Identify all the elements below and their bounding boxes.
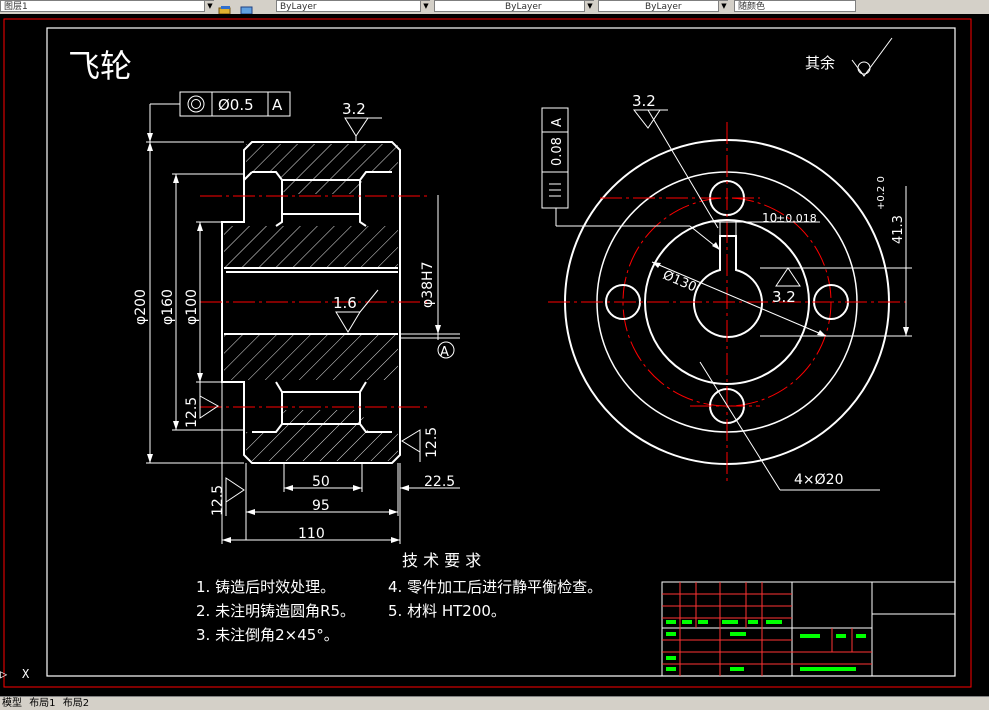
side-roughness-keyway: 3.2 [772, 288, 796, 306]
title-block-labels [666, 620, 866, 671]
tech-req-5: 5. 材料 HT200。 [388, 602, 506, 620]
dim-50: 50 [312, 474, 330, 490]
lineweight-control[interactable]: ByLayer [598, 0, 728, 12]
linetype-value: ByLayer [505, 2, 542, 12]
dim-95: 95 [312, 498, 330, 514]
dim-key-tol: ±0.018 [776, 212, 817, 225]
hatch-rim-bottom [246, 410, 398, 461]
layer-manager-icon[interactable] [218, 1, 232, 15]
tolerance-datum: A [272, 96, 283, 114]
side-tolerance-datum: A [550, 118, 565, 127]
tolerance-value: Ø0.5 [218, 96, 254, 114]
drawing-title: 飞轮 [68, 47, 132, 85]
holes-label: 4×Ø20 [794, 472, 843, 488]
dim-d100: φ100 [184, 289, 200, 325]
dim-key-width: 10 [762, 211, 777, 225]
layer-previous-icon[interactable] [240, 1, 254, 15]
hatch-rim-top [246, 144, 398, 194]
drawing-svg: 飞轮 其余 [3, 18, 972, 688]
tech-req-1: 1. 铸造后时效处理。 [196, 578, 335, 596]
layer-value: 图层1 [4, 2, 28, 12]
side-tolerance-value: 0.08 [550, 137, 565, 166]
roughness-left-value: 12.5 [184, 397, 200, 428]
color-value: ByLayer [280, 2, 317, 12]
layer-dropdown-arrow[interactable]: ▼ [204, 1, 215, 12]
dim-d130: Ø130 [660, 268, 698, 296]
roughness-note: 其余 [805, 54, 835, 72]
side-roughness-top: 3.2 [632, 92, 656, 110]
tab-layout1[interactable]: 布局1 [29, 698, 56, 709]
roughness-right-value: 12.5 [424, 427, 440, 458]
color-dropdown-arrow[interactable]: ▼ [420, 1, 431, 12]
paper-border [3, 18, 972, 688]
dim-d200: φ200 [133, 289, 149, 325]
command-arrow-icon: ▷ [0, 667, 8, 681]
color-control[interactable]: ByLayer [276, 0, 430, 12]
tech-req-heading: 技 术 要 求 [402, 551, 481, 570]
tech-req-2: 2. 未注明铸造圆角R5。 [196, 602, 355, 620]
tab-layout2[interactable]: 布局2 [62, 698, 90, 709]
hatch-hub-top [224, 226, 398, 268]
dim-d160: φ160 [160, 289, 176, 325]
command-prompt: X [22, 667, 30, 681]
drawing-frame [46, 27, 956, 677]
dim-41-3-tol: +0.2 0 [876, 176, 887, 210]
model-space-canvas[interactable]: 飞轮 其余 [0, 14, 989, 696]
dim-110: 110 [298, 526, 325, 542]
lineweight-value: ByLayer [645, 2, 682, 12]
tech-req-3: 3. 未注倒角2×45°。 [196, 626, 339, 644]
tab-model[interactable]: 模型 [2, 698, 22, 709]
linetype-control[interactable]: ByLayer [434, 0, 594, 12]
properties-toolbar: 图层1 ▼ ByLayer ▼ ByLayer ▼ ByLayer ▼ 随颜色 [0, 0, 989, 15]
roughness-bore-value: 1.6 [333, 294, 357, 312]
datum-label: A [440, 345, 449, 360]
command-line[interactable]: ▷ X [0, 667, 40, 685]
tech-req-4: 4. 零件加工后进行静平衡检查。 [388, 578, 602, 596]
plotstyle-value: 随颜色 [738, 2, 766, 12]
side-view: 10 ±0.018 Ø130 41.3 +0.2 0 4×Ø20 3.2 3.2… [541, 92, 912, 491]
roughness-bottom-value: 12.5 [210, 485, 226, 516]
hatch-hub-bottom [224, 334, 398, 380]
roughness-symbol-general [851, 37, 893, 77]
front-view: φ200 φ160 φ100 φ38H7 50 95 110 22.5 3.2 … [133, 91, 460, 544]
layer-dropdown[interactable]: 图层1 [0, 0, 214, 12]
roughness-top-value: 3.2 [342, 100, 366, 118]
linetype-dropdown-arrow[interactable]: ▼ [584, 1, 595, 12]
flywheel-section-outline [221, 141, 401, 464]
layout-tabs: 模型 布局1 布局2 [0, 696, 989, 710]
lineweight-dropdown-arrow[interactable]: ▼ [718, 1, 729, 12]
bore-keyway [693, 235, 763, 338]
plotstyle-control[interactable]: 随颜色 [734, 0, 856, 12]
dim-41-3: 41.3 [891, 215, 906, 244]
title-block [661, 581, 956, 677]
dim-22-5: 22.5 [424, 474, 455, 490]
dim-d38h7: φ38H7 [420, 262, 436, 308]
